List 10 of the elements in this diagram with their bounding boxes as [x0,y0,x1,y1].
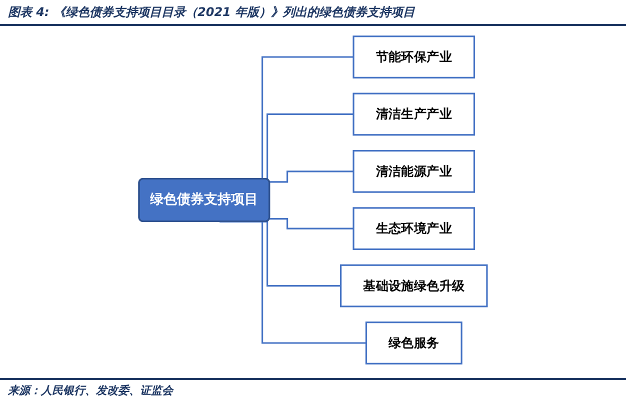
connector [270,170,354,183]
node-box: 节能环保产业 [352,36,476,78]
connector [270,218,354,230]
source-note: 来源：人民银行、发改委、证监会 [8,383,173,398]
figure-title: 图表 4: 《绿色债券支持项目目录（2021 年版）》列出的绿色债券支持项目 [8,4,416,21]
node-box: 清洁生产产业 [352,92,476,136]
node-box: 绿色服务 [365,322,462,364]
node-box: 生态环境产业 [352,207,476,250]
node-box: 基础设施绿色升级 [340,264,488,308]
node-box: 清洁能源产业 [352,150,476,193]
